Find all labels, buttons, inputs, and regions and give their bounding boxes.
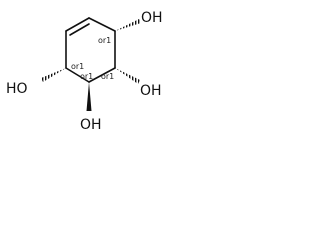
stereo-label-c1: or1 xyxy=(98,36,111,45)
atom-label-oh-top-right: OH xyxy=(141,10,163,26)
stereo-label-c5: or1 xyxy=(80,72,93,81)
hashed-wedge-c4-oh xyxy=(41,68,66,82)
hashed-wedge-c6-oh xyxy=(115,68,140,84)
stereo-labels: or1 or1 or1 or1 xyxy=(71,36,114,81)
atom-label-oh-left: HO xyxy=(6,81,28,97)
ring-bonds xyxy=(65,17,116,83)
ring-bond-c3-c1 xyxy=(88,17,116,32)
ring-bond-c5-c4 xyxy=(65,67,90,83)
stereo-label-c6: or1 xyxy=(101,72,114,81)
atom-label-oh-bottom: OH xyxy=(80,117,102,133)
hashed-wedge-c1-oh xyxy=(115,19,141,31)
cyclohexene-tetrol-structure: or1 or1 or1 or1 OH HO OH OH xyxy=(6,10,163,133)
hashed-wedge-bonds xyxy=(41,19,141,84)
ring-bond-c2-c3-double-inner xyxy=(69,23,90,36)
ring-bond-c6-c5 xyxy=(88,67,116,83)
solid-wedge-c5-oh xyxy=(86,82,92,111)
stereo-label-c4: or1 xyxy=(71,62,84,71)
atom-labels: OH HO OH OH xyxy=(6,10,163,133)
atom-label-oh-right: OH xyxy=(140,83,162,99)
ring-bond-c2-c3-double-outer xyxy=(65,17,90,32)
